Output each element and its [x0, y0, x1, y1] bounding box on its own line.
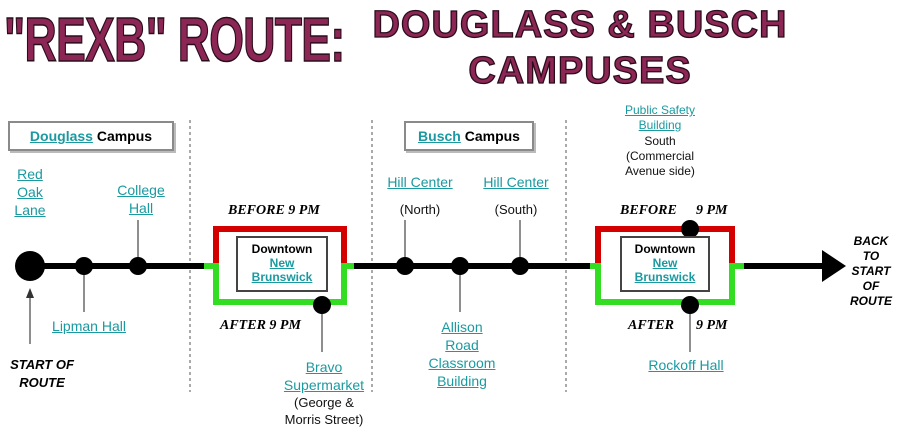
- stop-public-safety[interactable]: Public Safety Building: [624, 103, 696, 132]
- hill-center-north-note: (North): [399, 202, 441, 217]
- douglass-campus-box: Douglass Campus: [8, 121, 174, 151]
- hill-center-south-note: (South): [494, 202, 538, 217]
- public-safety-note: South (Commercial Avenue side): [625, 134, 695, 178]
- brunswick-link-1[interactable]: Brunswick: [251, 270, 313, 284]
- stop-dot-public-safety: [681, 220, 699, 238]
- stop-dot-hill-north: [396, 257, 414, 275]
- start-arrow-head: [26, 288, 34, 298]
- downtown-box-1: Downtown New Brunswick: [236, 236, 328, 292]
- douglass-campus-link[interactable]: Douglass: [29, 128, 93, 144]
- before-label-2b: 9 PM: [696, 203, 728, 218]
- after-label-2a: AFTER: [628, 318, 674, 333]
- stop-lipman-hall[interactable]: Lipman Hall: [52, 318, 126, 334]
- stop-hill-center-south[interactable]: Hill Center: [483, 174, 549, 190]
- after-path-1: [200, 263, 356, 305]
- campus-title-line2: CAMPUSES: [468, 49, 692, 92]
- after-label-2b: 9 PM: [696, 318, 728, 333]
- route-arrowhead: [822, 250, 846, 282]
- downtown-label-2: Downtown: [634, 242, 696, 256]
- route-title: "REXB" ROUTE:: [3, 6, 345, 75]
- busch-campus-link[interactable]: Busch: [418, 128, 461, 144]
- campus-title: DOUGLASS & BUSCH CAMPUSES: [300, 2, 860, 94]
- stop-dot-start: [15, 251, 45, 281]
- brunswick-link-2[interactable]: Brunswick: [634, 270, 696, 284]
- stop-hill-center-north[interactable]: Hill Center: [387, 174, 453, 190]
- stop-dot-hill-south: [511, 257, 529, 275]
- stop-allison-road[interactable]: Allison Road Classroom Building: [428, 319, 496, 389]
- stop-dot-college: [129, 257, 147, 275]
- stop-bravo-supermarket[interactable]: Bravo Supermarket: [283, 359, 365, 393]
- busch-campus-suffix: Campus: [464, 128, 520, 144]
- start-of-route-label: START OF ROUTE: [10, 357, 74, 390]
- downtown-box-2: Downtown New Brunswick: [620, 236, 710, 292]
- downtown-label-1: Downtown: [251, 242, 313, 256]
- new-link-1[interactable]: New: [269, 256, 295, 270]
- new-link-2[interactable]: New: [652, 256, 678, 270]
- busch-campus-box: Busch Campus: [404, 121, 534, 151]
- before-label-1: BEFORE 9 PM: [228, 203, 320, 218]
- stop-college-hall[interactable]: College Hall: [117, 182, 165, 216]
- after-label-1: AFTER 9 PM: [220, 318, 301, 333]
- stop-red-oak-lane[interactable]: Red Oak Lane: [14, 166, 46, 218]
- stop-dot-allison: [451, 257, 469, 275]
- before-label-2a: BEFORE: [620, 203, 677, 218]
- douglass-campus-suffix: Campus: [96, 128, 153, 144]
- campus-title-line1: DOUGLASS & BUSCH: [372, 3, 788, 46]
- back-to-start-label: BACK TO START OF ROUTE: [850, 234, 892, 308]
- stop-dot-lipman: [75, 257, 93, 275]
- stop-dot-rockoff: [681, 296, 699, 314]
- after-path-2: [584, 263, 746, 305]
- bravo-note: (George & Morris Street): [284, 395, 364, 427]
- stop-rockoff-hall[interactable]: Rockoff Hall: [648, 357, 724, 373]
- stop-dot-bravo: [313, 296, 331, 314]
